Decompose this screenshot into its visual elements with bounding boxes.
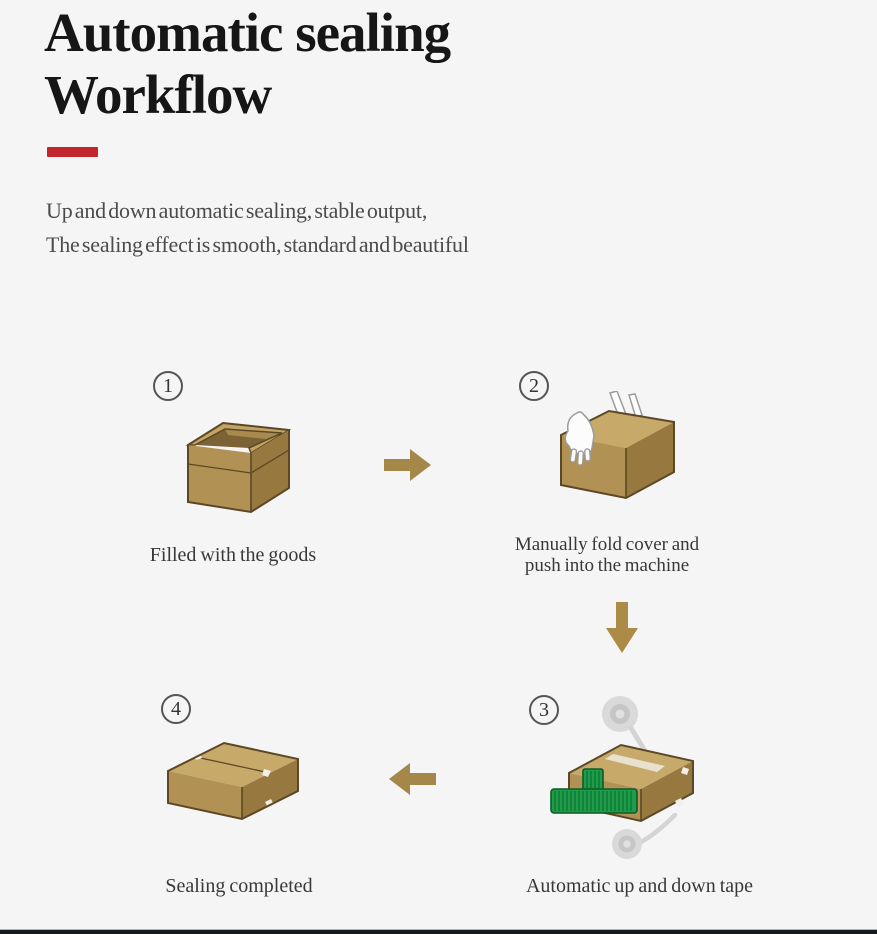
step-4-caption: Sealing completed [165,875,313,897]
subtitle-line1: Up and down automatic sealing, stable ou… [46,198,428,223]
page-title: Automatic sealing Workflow [44,2,604,126]
title-accent-bar [47,147,98,157]
tape-roll-bottom-icon [612,829,642,859]
arrow-right-icon [384,449,431,481]
tape-roll-top-icon [602,696,638,732]
arrow-down-icon [606,602,638,653]
conveyor-belt-icon [550,768,638,814]
taping-machine-illustration [550,696,694,859]
box-side-face [251,430,289,512]
step-3-caption: Automatic up and down tape [525,875,754,897]
step-1-number-badge: 1 [153,371,183,401]
tape-on-top [605,754,665,772]
page-title-line1: Automatic sealing [44,2,451,63]
page-subtitle: Up and down automatic sealing, stable ou… [46,194,469,262]
box-side-face [626,422,674,498]
box-side-face [641,761,693,821]
tape-mark [262,769,271,777]
step-2-number: 2 [529,374,539,397]
arrow-left-icon [389,763,436,795]
step-1-caption: Filled with the goods [149,544,317,566]
sealed-box-illustration [167,741,299,821]
step-4-number: 4 [171,697,181,720]
hand-icon [564,411,595,466]
page-title-line2: Workflow [44,64,272,125]
step-2-number-badge: 2 [519,371,549,401]
bottom-section-divider [0,929,877,934]
box-front-face [188,445,251,512]
open-cardboard-box-illustration [185,421,292,514]
step-1-number: 1 [163,374,173,397]
step-4-number-badge: 4 [161,694,191,724]
step-2-caption: Manually fold cover and push into the ma… [514,534,700,576]
box-side-face [242,759,298,819]
subtitle-line2: The sealing effect is smooth, standard a… [46,232,469,257]
box-top-seam [195,756,271,774]
step-3-number-badge: 3 [529,695,559,725]
box-with-hands-illustration [560,391,675,500]
step-3-number: 3 [539,698,549,721]
